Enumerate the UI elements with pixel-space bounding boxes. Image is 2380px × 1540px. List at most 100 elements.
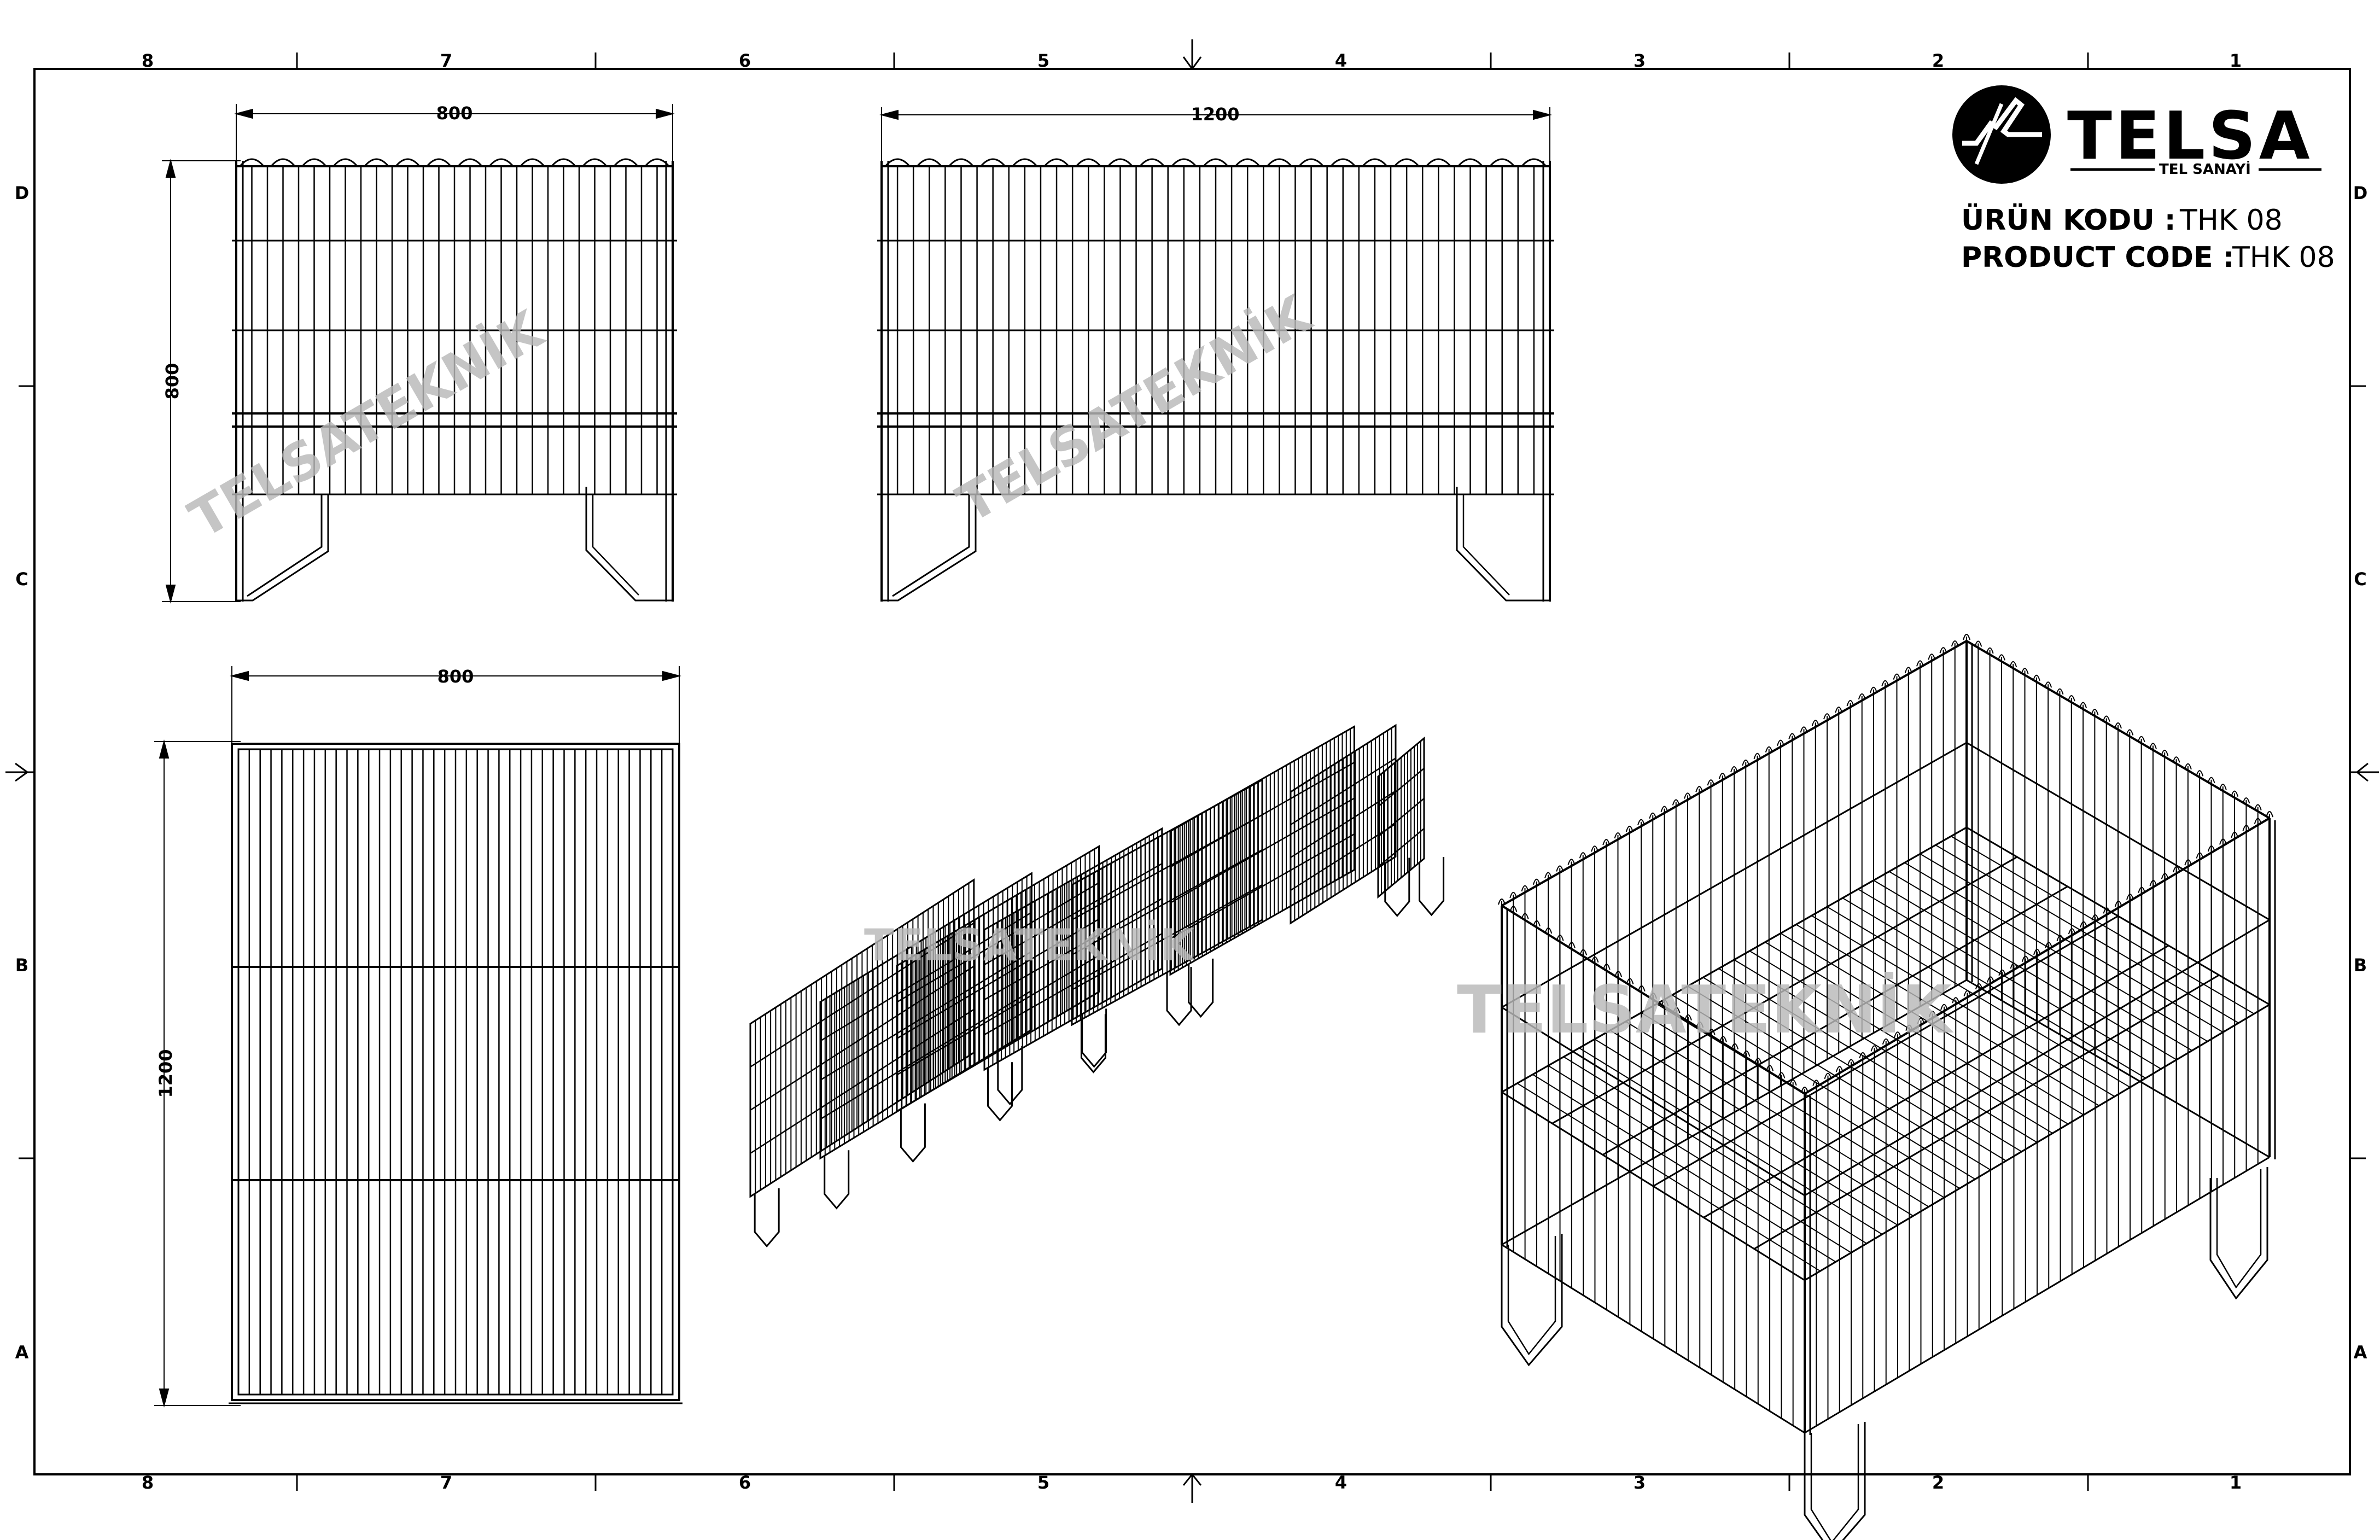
iso-front-left-wall-loop [1498, 899, 1506, 905]
iso-back-left-wall-loop [1567, 859, 1576, 865]
iso-back-left-wall-loop [1684, 792, 1691, 799]
panel-top-loop [301, 158, 327, 167]
iso-front-right-wall-loop [1940, 1004, 1948, 1011]
iso-back-left-wall-loop [1672, 799, 1680, 806]
iso-front-right-wall-loop [2196, 852, 2204, 859]
product-code-tr: ÜRÜN KODU : THK 08 [1961, 203, 2283, 237]
iso-back-left-wall-loop [1707, 779, 1715, 786]
panel-top-loop [520, 158, 545, 167]
iso-back-left-wall-loop [1660, 806, 1669, 812]
zone-labels-left: D C B A [15, 183, 30, 1363]
iso-back-left-wall-loop [1870, 686, 1877, 693]
exploded-panel-outline [1169, 725, 1355, 976]
iso-back-right-wall-loop [2009, 661, 2017, 668]
zone-number-bottom: 6 [739, 1472, 751, 1493]
iso-back-left-wall-loop [1777, 739, 1784, 746]
iso-back-left-wall-loop [1649, 812, 1657, 819]
exploded-panel-rail [1378, 828, 1425, 867]
top-outer-frame [231, 743, 680, 1401]
brand-name: TELSA [2067, 98, 2313, 174]
iso-front-right-wall-loop [2126, 894, 2134, 900]
iso-front-right-wall-loop [1812, 1080, 1821, 1086]
exploded-panel-rail [896, 955, 1100, 1076]
iso-back-right-wall-loop [2161, 749, 2169, 756]
zone-letter-right: D [2353, 183, 2368, 203]
iso-front-right-wall-loop [2103, 907, 2111, 914]
iso-back-left-wall-loop [1835, 707, 1843, 713]
iso-front-right-wall-loop [2173, 866, 2180, 873]
exploded-panel-leg [900, 1103, 926, 1163]
iso-back-left-wall-loop [1846, 700, 1854, 707]
iso-back-right-wall-loop [2114, 722, 2122, 729]
exploded-panel-leg [1080, 1014, 1106, 1074]
panel-top-loop [1075, 158, 1101, 167]
side-view: 800 800 [162, 103, 677, 604]
iso-back-right-wall-loop [2044, 681, 2052, 688]
center-mark-left [5, 762, 34, 782]
exploded-panel-rail [820, 950, 1032, 1081]
panel-top-loop [1043, 158, 1070, 167]
panel-top-loop [1426, 158, 1451, 167]
iso-back-left-wall-loop [1614, 832, 1622, 839]
telsa-logo: TELSA TEL SANAYİ [1952, 85, 2321, 184]
panel-leg [892, 494, 970, 597]
front-view-width-dimension [879, 107, 1552, 164]
iso-back-left-wall-loop [1602, 839, 1611, 845]
iso-front-right-wall-loop [1963, 990, 1971, 996]
iso-front-right-wall-loop [2114, 900, 2122, 907]
iso-front-right-wall-loop [2231, 831, 2239, 838]
exploded-panel-rail [750, 1008, 975, 1154]
iso-back-right-wall-loop [2196, 770, 2204, 777]
iso-back-right-wall-loop [2242, 797, 2250, 804]
iso-back-left-wall-loop [1788, 733, 1796, 739]
iso-back-right-wall-loop [1974, 640, 1982, 647]
exploded-panel-rail [820, 912, 1032, 1042]
iso-back-left-wall-loop [1532, 878, 1541, 885]
iso-front-right-wall-loop [2161, 873, 2169, 879]
zone-letter-right: C [2354, 569, 2366, 590]
zone-ticks [19, 52, 2366, 1491]
iso-floor-rail [1501, 826, 1967, 1093]
zone-number-bottom: 3 [1634, 1472, 1646, 1493]
zone-number-top: 3 [1634, 50, 1646, 71]
iso-front-left-wall-loop [1696, 1021, 1704, 1028]
product-code-tr-label: ÜRÜN KODU : [1961, 203, 2176, 237]
panel-top-loop [239, 158, 265, 167]
iso-back-left-wall-loop [1800, 726, 1808, 733]
panel-top-loop [980, 158, 1006, 167]
iso-back-left-wall-loop [1881, 680, 1889, 686]
iso-front-right-wall-loop [2045, 942, 2053, 948]
center-mark-top [1182, 39, 1202, 71]
zone-letter-right: B [2354, 955, 2367, 976]
exploded-panel-rail [1170, 762, 1355, 868]
iso-front-right-wall-loop [2184, 859, 2192, 866]
iso-front-right-wall-loop [2219, 838, 2227, 845]
front-view-mesh [877, 158, 1554, 602]
panel-top-loop [917, 158, 942, 167]
exploded-panel-rail [1378, 768, 1425, 807]
top-view-length-label: 1200 [155, 1049, 176, 1098]
exploded-panel-rail [1170, 833, 1355, 940]
center-mark-right [2350, 762, 2379, 782]
iso-front-left-wall-loop [1567, 942, 1576, 948]
iso-front-left-wall-loop [1684, 1014, 1692, 1020]
zone-letter-left: B [15, 955, 28, 976]
iso-back-right-wall-loop [2207, 777, 2215, 783]
side-view-width-label: 800 [436, 103, 473, 124]
side-view-width-dimension [234, 104, 675, 164]
iso-front-left-wall-loop [1649, 993, 1657, 999]
iso-front-right-wall-loop [2068, 928, 2076, 935]
iso-front-left-wall-loop [1742, 1050, 1751, 1057]
iso-back-left-wall-loop [1765, 746, 1773, 752]
iso-front-right-wall-loop [1998, 969, 2006, 976]
zone-labels-right: D C B A [2353, 183, 2368, 1363]
iso-front-right-wall-loop [1905, 1024, 1914, 1031]
iso-front-left-wall-loop [1579, 949, 1588, 955]
iso-leg [2216, 1169, 2262, 1289]
iso-back-left-wall-loop [1823, 713, 1831, 720]
iso-front-right-wall-loop [1801, 1087, 1809, 1093]
iso-back-right-wall-loop [2126, 729, 2134, 736]
isometric-basket-view [1498, 634, 2276, 1540]
iso-front-right-wall-loop [2033, 949, 2041, 955]
zone-number-top: 6 [739, 50, 751, 71]
